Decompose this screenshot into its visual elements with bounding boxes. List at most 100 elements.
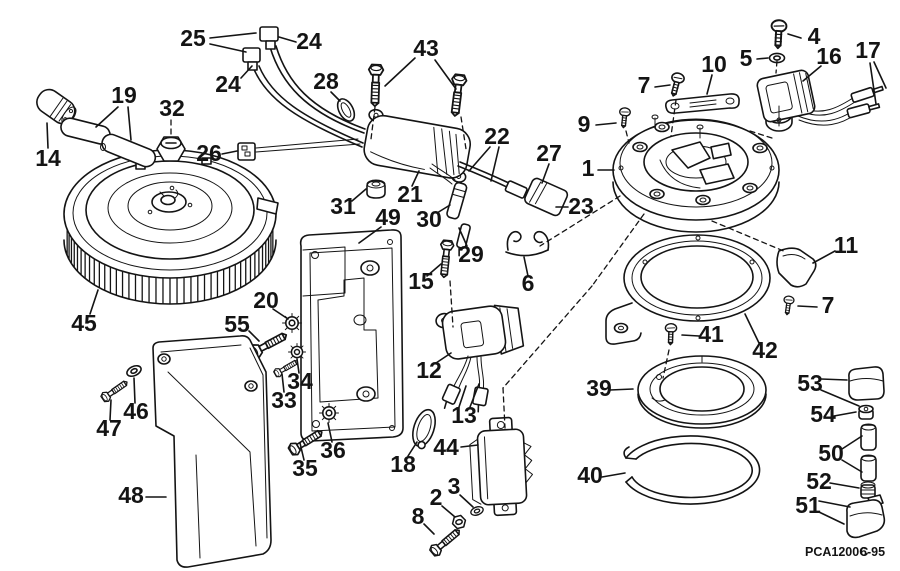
part-callout-1: 1 [582, 155, 595, 181]
leader-line [601, 472, 626, 478]
part-callout-13: 13 [451, 402, 477, 428]
assembly-dash-line [460, 116, 467, 150]
snap-ring-40 [623, 435, 761, 505]
part-callout-53: 53 [797, 370, 823, 396]
part-callout-44: 44 [433, 434, 459, 460]
clamp-28 [336, 98, 356, 122]
screw-7-bottom [781, 294, 796, 316]
leader-line [384, 57, 416, 87]
leader-line [423, 523, 435, 535]
part-callout-16: 16 [816, 43, 842, 69]
part-callout-31: 31 [330, 193, 356, 219]
leader-line [95, 106, 119, 128]
washer-46 [124, 362, 144, 380]
leader-line [281, 373, 285, 393]
leader-line [873, 61, 887, 89]
terminal-29 [456, 223, 471, 257]
leader-line [278, 36, 297, 43]
part-callout-21: 21 [397, 181, 423, 207]
leader-line [407, 441, 418, 457]
leader-lines [46, 32, 887, 535]
part-callout-24: 24 [215, 71, 241, 97]
leader-line [89, 289, 99, 315]
part-callout-2: 2 [430, 484, 443, 510]
leader-line [787, 33, 802, 39]
leader-line [351, 188, 367, 202]
part-callout-7: 7 [638, 72, 651, 98]
part-callout-22: 22 [484, 123, 510, 149]
leader-line [820, 389, 860, 407]
leader-line [460, 444, 479, 448]
assembly-dash-line [711, 220, 787, 253]
leader-line [609, 388, 634, 391]
leader-line [869, 62, 877, 105]
part-callout-9: 9 [578, 111, 591, 137]
part-callout-40: 40 [577, 462, 603, 488]
star-washer-36 [318, 402, 340, 424]
leader-line [46, 122, 49, 149]
leader-line [209, 32, 257, 39]
leader-line [441, 505, 456, 518]
assembly-dash-line [591, 213, 645, 287]
leader-line [221, 150, 238, 155]
leader-line [272, 308, 289, 320]
part-callout-50: 50 [818, 440, 844, 466]
part-callout-45: 45 [71, 310, 97, 336]
part-callout-5: 5 [740, 45, 753, 71]
coil-bolt-15 [436, 239, 455, 279]
star-nut-34 [287, 342, 307, 362]
support-ring-42 [605, 234, 771, 345]
leader-line [797, 305, 818, 308]
assembly-dash-line [625, 130, 630, 144]
leader-line [468, 146, 491, 172]
cover-piece-11 [776, 247, 817, 288]
strap-10 [665, 93, 740, 114]
leader-line [358, 226, 382, 244]
part-callout-42: 42 [752, 337, 778, 363]
connector-26 [237, 138, 361, 161]
leader-line [330, 91, 341, 102]
leader-line [818, 500, 851, 508]
part-callout-52: 52 [806, 468, 832, 494]
part-callout-48: 48 [118, 482, 144, 508]
part-callout-10: 10 [701, 51, 727, 77]
assembly-dash-line [670, 99, 677, 137]
rectifier-fasteners [427, 504, 486, 559]
leader-line [133, 377, 136, 404]
part-callout-15: 15 [408, 268, 434, 294]
leader-line [411, 170, 420, 187]
leader-line [109, 399, 112, 421]
leader-line [681, 334, 700, 337]
leader-line [458, 227, 468, 247]
flywheel [63, 149, 279, 305]
wire-harness-22-27 [457, 161, 569, 217]
assembly-dash-line [749, 130, 776, 140]
part-callout-29: 29 [458, 241, 484, 267]
air-deflector-48 [152, 335, 272, 568]
terminal-17 [846, 103, 881, 119]
spark-plug-boot [36, 88, 77, 125]
bolt-8 [427, 524, 464, 559]
wire-connectors-24-25 [242, 26, 366, 148]
sleeve-tubes-50 [860, 423, 877, 482]
part-callout-14: 14 [35, 145, 61, 171]
leader-line [127, 106, 132, 141]
leader-line [706, 74, 713, 95]
leader-line [812, 250, 836, 264]
leader-line [523, 256, 529, 277]
leader-line [541, 163, 550, 184]
part-callout-49: 49 [375, 204, 401, 230]
armature-plate-1 [612, 114, 780, 233]
part-callout-26: 26 [196, 140, 222, 166]
assembly-dash-line [775, 60, 778, 74]
plug-lead-hose [60, 117, 157, 168]
bushing-31 [366, 179, 386, 199]
leader-line [820, 378, 848, 381]
retainer-plate-39 [637, 355, 767, 429]
ignition-coil-12 [435, 304, 525, 413]
part-callout-35: 35 [292, 455, 318, 481]
leader-line [209, 43, 247, 53]
part-callout-46: 46 [123, 398, 149, 424]
leader-line [469, 383, 480, 408]
leader-line [841, 435, 863, 450]
